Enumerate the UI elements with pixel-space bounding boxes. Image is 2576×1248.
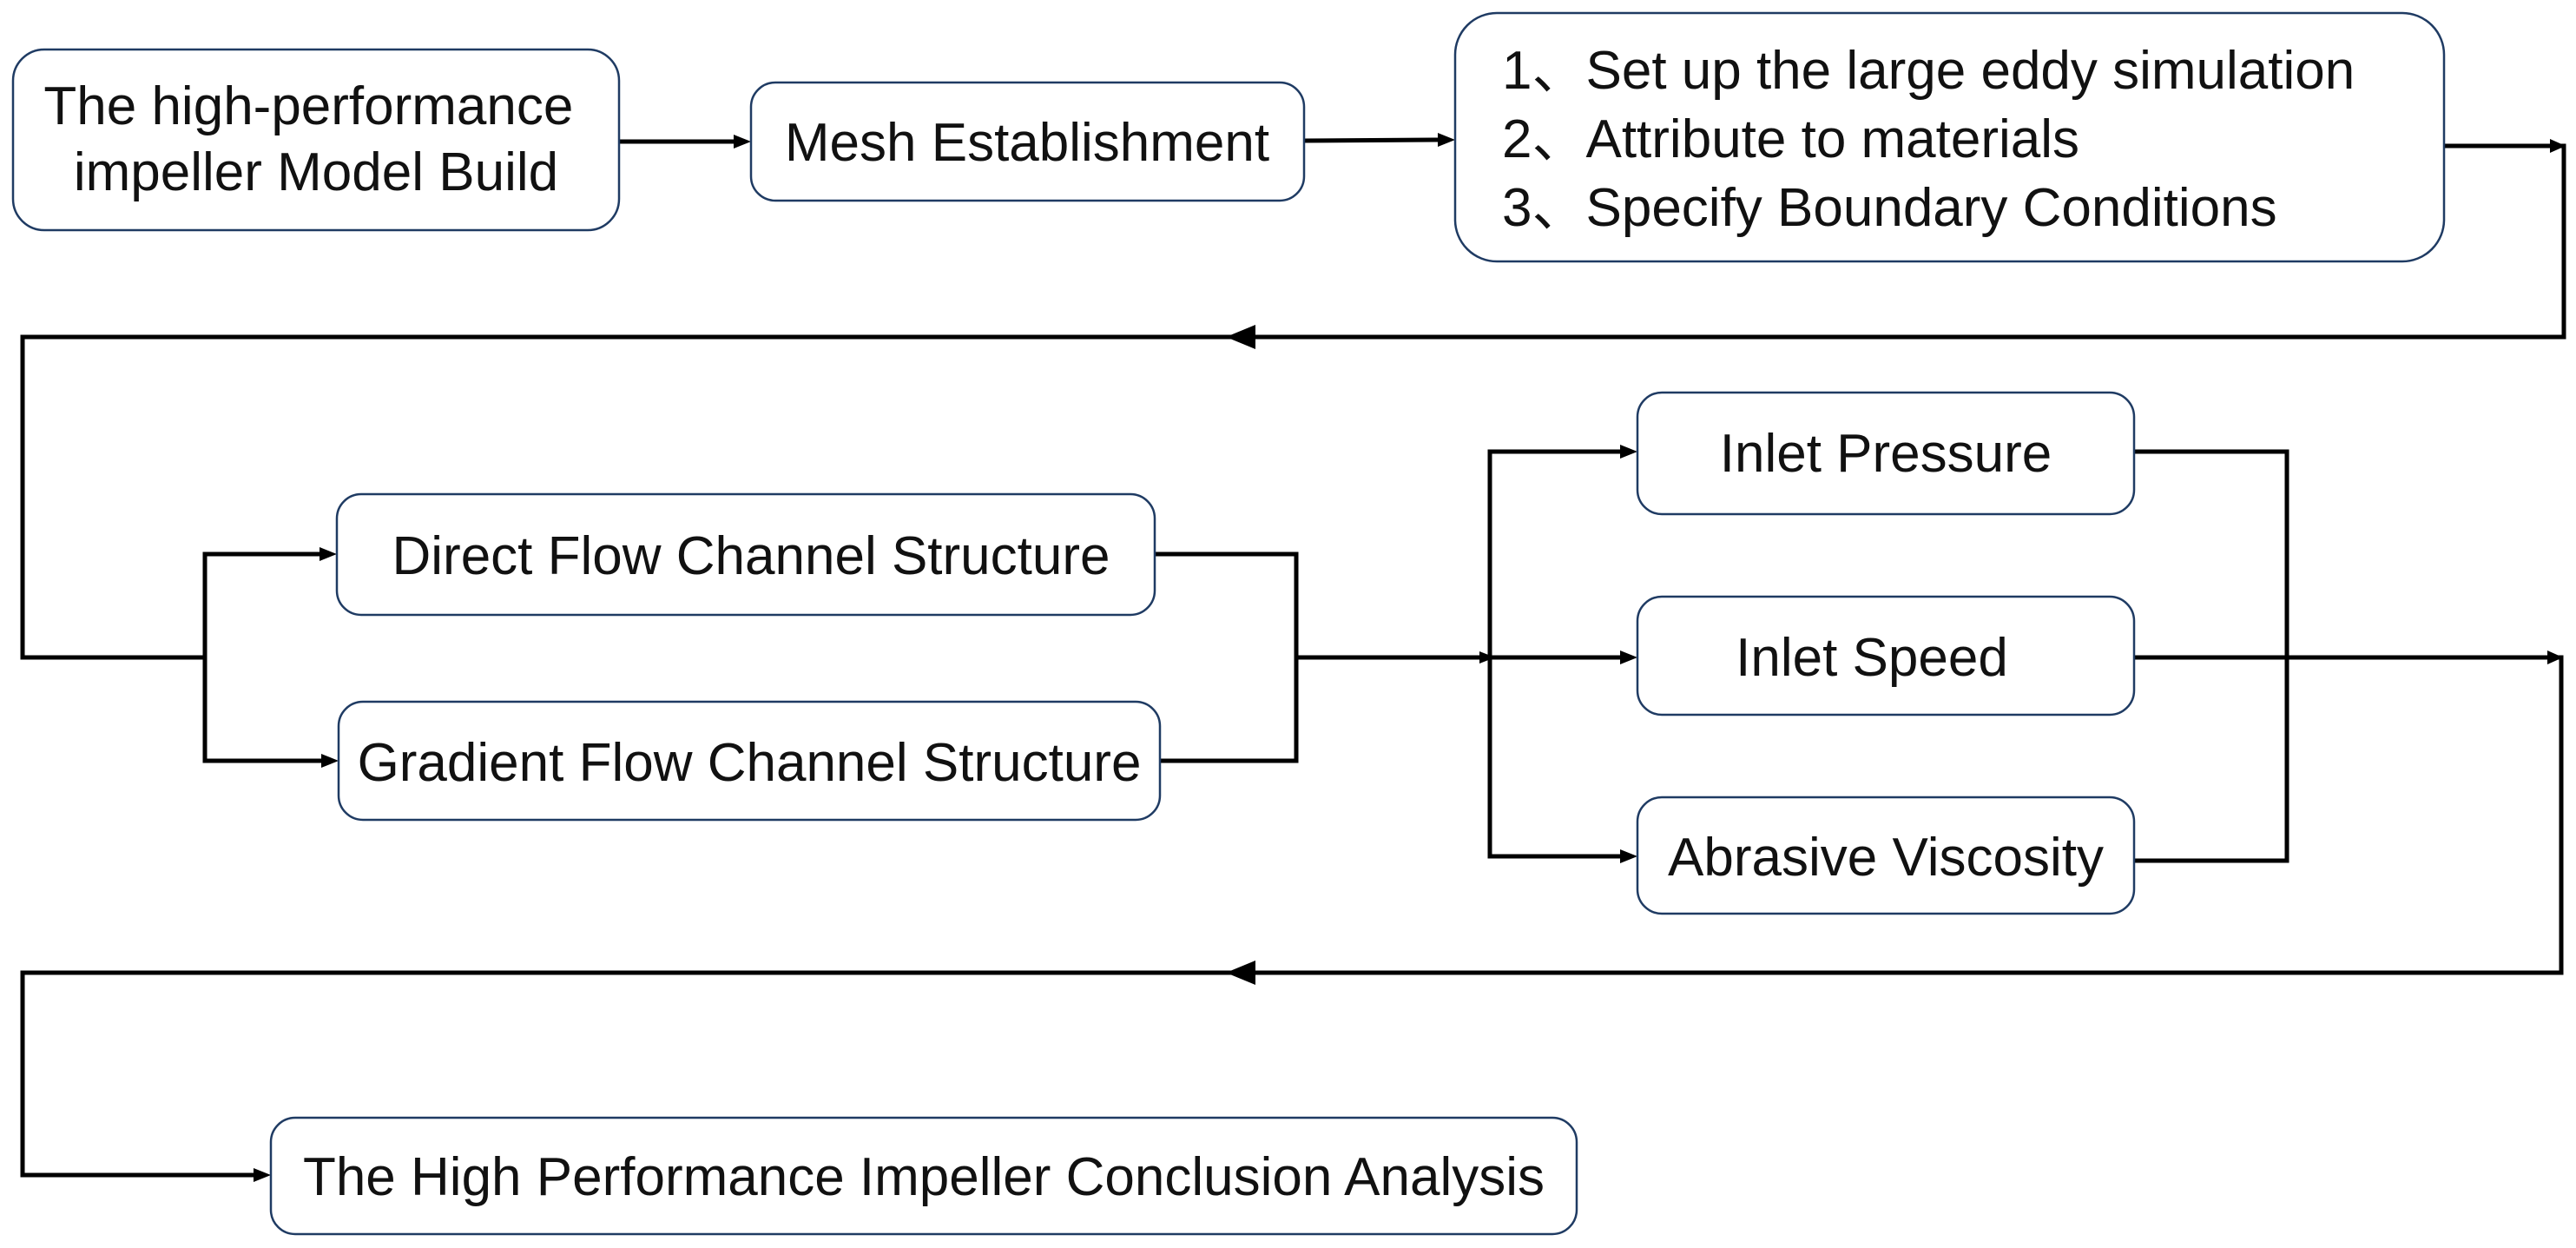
node-gradient-flow-channel: Gradient Flow Channel Structure: [337, 700, 1162, 822]
node-model-build: The high-performance impeller Model Buil…: [11, 48, 621, 232]
node-label: Abrasive Viscosity: [1668, 828, 2104, 888]
node-label: Inlet Pressure: [1720, 424, 2052, 484]
setup-step-1: 1、Set up the large eddy simulation: [1502, 41, 2355, 101]
arrowhead-icon: [2550, 139, 2566, 153]
connectors: [20, 133, 2566, 1182]
node-abrasive-viscosity: Abrasive Viscosity: [1636, 796, 2136, 915]
arrowhead-icon: [1620, 849, 1637, 863]
node-label: The High Performance Impeller Conclusion…: [303, 1147, 1545, 1207]
node-simulation-setup: 1、Set up the large eddy simulation 2、Att…: [1453, 11, 2446, 263]
node-label: Mesh Establishment: [785, 113, 1269, 173]
node-label: Inlet Speed: [1736, 628, 2008, 688]
arrowhead-icon: [321, 754, 339, 768]
node-label-line: impeller Model Build: [74, 142, 558, 202]
arrowhead-icon: [2547, 650, 2563, 664]
svg-text:The high-performance imp: The high-performance impeller Model Buil…: [43, 76, 588, 202]
setup-step-3: 3、Specify Boundary Conditions: [1502, 178, 2277, 238]
return-arrowhead-icon: [1226, 325, 1255, 349]
node-inlet-pressure: Inlet Pressure: [1636, 391, 2136, 516]
node-conclusion-analysis: The High Performance Impeller Conclusion…: [269, 1116, 1578, 1236]
arrowhead-icon: [734, 135, 751, 149]
arrowhead-icon: [254, 1168, 271, 1182]
arrowhead-icon: [1438, 133, 1455, 147]
setup-step-2: 2、Attribute to materials: [1502, 109, 2079, 169]
node-label: Gradient Flow Channel Structure: [358, 733, 1142, 793]
connector-params-return: [20, 655, 2564, 1178]
connector-branch-structures: [202, 551, 326, 763]
node-mesh-establishment: Mesh Establishment: [749, 81, 1306, 202]
connector-setup-return: [20, 143, 2566, 660]
connector-mesh-to-setup: [1301, 137, 1443, 143]
node-label: Direct Flow Channel Structure: [392, 526, 1110, 586]
node-direct-flow-channel: Direct Flow Channel Structure: [335, 492, 1156, 617]
connector-branch-params: [1487, 449, 1625, 859]
arrowhead-icon: [320, 547, 337, 561]
node-label-line: The high-performance: [43, 76, 573, 136]
arrowhead-icon: [1620, 445, 1637, 459]
svg-text:1、Set up the large eddy simula: 1、Set up the large eddy simulation 2、Att…: [1502, 41, 2370, 238]
arrowhead-icon: [1479, 651, 1495, 664]
connector-merge-structures: [1152, 551, 1299, 763]
return-arrowhead-icon: [1226, 961, 1255, 985]
arrowhead-icon: [1620, 650, 1637, 664]
node-inlet-speed: Inlet Speed: [1636, 595, 2136, 716]
